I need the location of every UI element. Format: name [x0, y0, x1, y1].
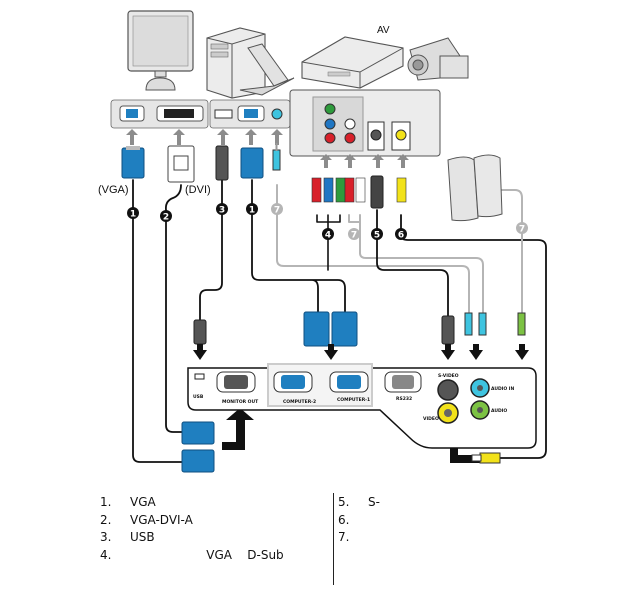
av-label: AV: [377, 25, 390, 36]
legend-item-2: 2.VGA-DVI-A: [100, 512, 193, 527]
vga-plug-monitor-end: [181, 449, 215, 473]
svg-text:7: 7: [519, 225, 525, 235]
vga-label: (VGA): [98, 184, 129, 196]
cable-3-usb: [199, 179, 223, 321]
legend-item-7: 7.: [338, 530, 350, 544]
cable-1-vga-computer: [251, 179, 346, 313]
computer-port-panel: [209, 99, 291, 129]
rca-plugs: [311, 175, 407, 209]
marker-7: 7: [271, 203, 283, 216]
av-port-panel: [289, 89, 441, 157]
legend-divider: [333, 493, 334, 585]
svg-text:COMPUTER-1: COMPUTER-1: [337, 397, 370, 403]
cable-7-audio-av: [348, 214, 484, 313]
svg-text:AUDIO IN: AUDIO IN: [491, 386, 514, 392]
svg-text:COMPUTER-2: COMPUTER-2: [283, 399, 316, 405]
projector-side-plugs: [193, 311, 526, 347]
monitor-out-port: [216, 371, 256, 393]
marker-4: 4: [322, 228, 334, 241]
computer-icon: [206, 27, 295, 99]
legend-item-5: 5.S-: [338, 495, 380, 509]
svg-text:7: 7: [351, 231, 357, 241]
legend-item-1: 1.VGA: [100, 495, 156, 509]
marker-1b: 1: [246, 203, 258, 216]
marker-3: 3: [216, 203, 228, 216]
marker-1: 1: [127, 207, 139, 220]
cable-2-vga-dvi: [164, 184, 183, 433]
svg-text:S-VIDEO: S-VIDEO: [438, 373, 459, 379]
cable-7-audio-computer: [276, 184, 470, 313]
computer-2-port: [273, 371, 313, 393]
legend-item-4: 4. VGA D-Sub: [100, 547, 284, 562]
vga-plug-dvi-end: [181, 421, 215, 445]
cable-markers: 1 2 3 1 7 4 7 5 6 7: [127, 203, 528, 241]
vga-connector-monitor: [121, 146, 145, 179]
svg-text:4: 4: [325, 231, 331, 241]
marker-2: 2: [160, 210, 172, 223]
monitor-icon: [127, 10, 194, 91]
speakers-icon: [447, 154, 503, 222]
audio-jack-computer: [272, 143, 281, 171]
monitor-port-panel: [110, 99, 209, 129]
dvi-connector: [167, 145, 195, 183]
svg-text:RS232: RS232: [396, 396, 412, 402]
legend-right: 5.S- 6. 7.: [338, 495, 380, 548]
svg-text:1: 1: [130, 210, 136, 220]
camcorder-icon: [407, 37, 469, 81]
dvd-player-icon: [301, 36, 404, 89]
legend-item-6: 6.: [338, 512, 350, 527]
svg-text:3: 3: [219, 206, 225, 216]
yellow-rca-plug: [471, 452, 501, 464]
svideo-port: [437, 379, 459, 401]
svg-text:5: 5: [374, 231, 380, 241]
cable-5-svideo: [376, 209, 449, 319]
computer-1-port: [329, 371, 369, 393]
dvi-label: (DVI): [185, 184, 211, 196]
svg-text:6: 6: [398, 231, 404, 241]
svg-text:1: 1: [249, 206, 255, 216]
svg-text:AUDIO: AUDIO: [491, 408, 507, 414]
svg-text:2: 2: [163, 213, 169, 223]
rs232-port: [384, 371, 422, 393]
marker-7c: 7: [516, 222, 528, 235]
marker-5: 5: [371, 228, 383, 241]
connection-diagram: AV: [98, 10, 547, 473]
svg-text:USB: USB: [193, 394, 204, 400]
svg-text:7: 7: [274, 206, 280, 216]
marker-6: 6: [395, 228, 407, 241]
projector-panel: USB MONITOR OUT COMPUTER-2 COMPUTER-1 RS…: [187, 363, 537, 449]
cable-7-audio-speakers: [499, 189, 523, 316]
marker-7b: 7: [348, 228, 360, 241]
cable-1-vga-monitor: [132, 179, 183, 463]
cable-4-component: [316, 214, 341, 271]
source-arrows: [126, 129, 409, 168]
usb-connector: [215, 145, 229, 181]
svg-text:MONITOR OUT: MONITOR OUT: [222, 399, 259, 405]
svg-text:VIDEO: VIDEO: [423, 416, 439, 422]
legend-item-3: 3.USB: [100, 530, 155, 544]
vga-connector-computer: [240, 147, 264, 179]
legend-left: 1.VGA 2.VGA-DVI-A 3.USB 4. VGA D-Sub: [100, 495, 284, 565]
